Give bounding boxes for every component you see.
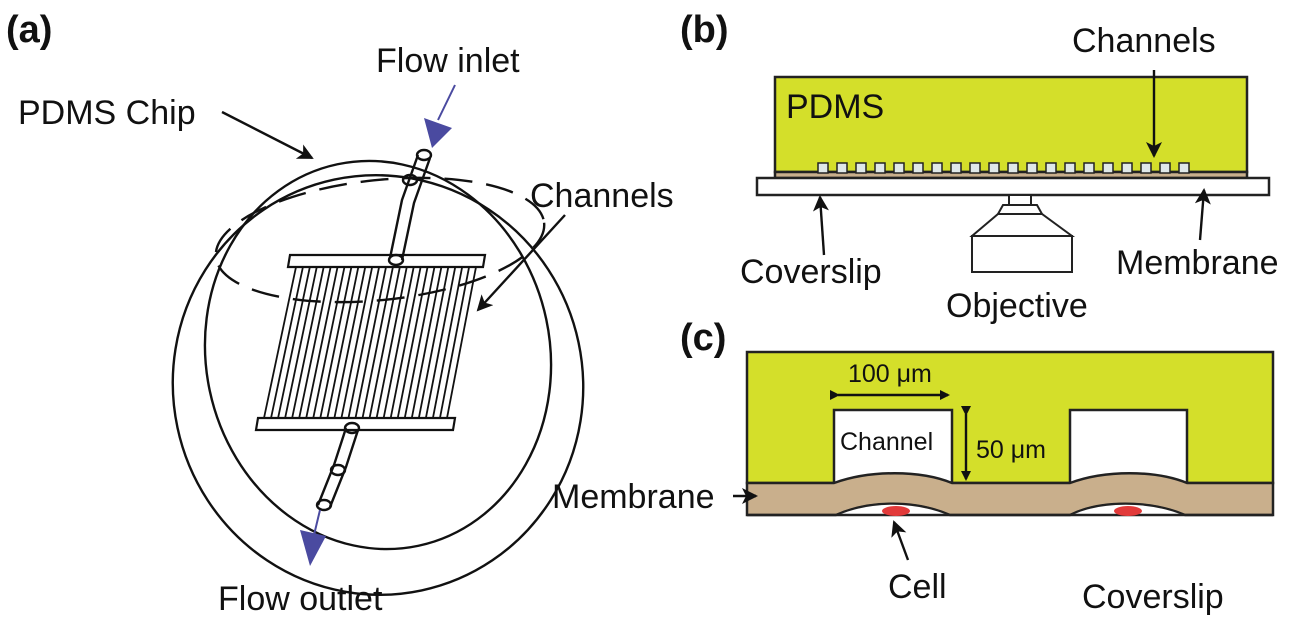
membrane-pointer-b xyxy=(1194,188,1211,241)
channels-label-a: Channels xyxy=(530,177,674,215)
channel-array xyxy=(254,253,487,432)
pdms-block xyxy=(773,75,1249,174)
panel-c-tag: (c) xyxy=(680,317,726,359)
cell-label: Cell xyxy=(888,568,947,606)
panel-a-tag: (a) xyxy=(6,9,52,51)
outlet-tube xyxy=(315,421,361,512)
channel-teeth xyxy=(817,162,1190,174)
width-label: 100 μm xyxy=(848,360,932,388)
coverslip-label-c: Coverslip xyxy=(1082,578,1224,616)
membrane-label-c: Membrane xyxy=(552,478,715,516)
inlet-tube xyxy=(387,148,433,267)
flow-outlet-label: Flow outlet xyxy=(218,580,383,618)
channels-pointer-a xyxy=(476,214,566,312)
chip-base-ellipse xyxy=(171,174,585,596)
height-label: 50 μm xyxy=(976,436,1046,464)
membrane-label-b: Membrane xyxy=(1116,244,1279,282)
channels-label-b: Channels xyxy=(1072,22,1216,60)
flow-inlet-label: Flow inlet xyxy=(376,42,520,80)
coverslip-b xyxy=(755,176,1271,197)
cell-1 xyxy=(882,506,910,516)
cell-pointer xyxy=(891,520,910,561)
pdms-label: PDMS xyxy=(786,88,884,126)
cell-2 xyxy=(1114,506,1142,516)
panel-c: (c) 100 μm Channel 50 μm Membrane Cell C… xyxy=(552,317,1275,616)
pdms-chip-pointer xyxy=(221,110,314,160)
coverslip-label-b: Coverslip xyxy=(740,253,882,291)
flow-inlet-arrow xyxy=(424,84,456,148)
coverslip-pointer-b xyxy=(812,195,829,256)
panel-a: (a) xyxy=(6,9,674,618)
flow-outlet-arrow xyxy=(300,509,326,566)
objective-lens xyxy=(969,194,1076,273)
objective-label: Objective xyxy=(946,287,1088,325)
panel-b-tag: (b) xyxy=(680,9,729,51)
chip-inner-ellipse xyxy=(203,159,553,551)
pdms-chip-label: PDMS Chip xyxy=(18,94,196,132)
panel-b: (b) Channels PDMS Coverslip Objective Me… xyxy=(680,9,1279,325)
channel-label-c: Channel xyxy=(840,428,933,456)
